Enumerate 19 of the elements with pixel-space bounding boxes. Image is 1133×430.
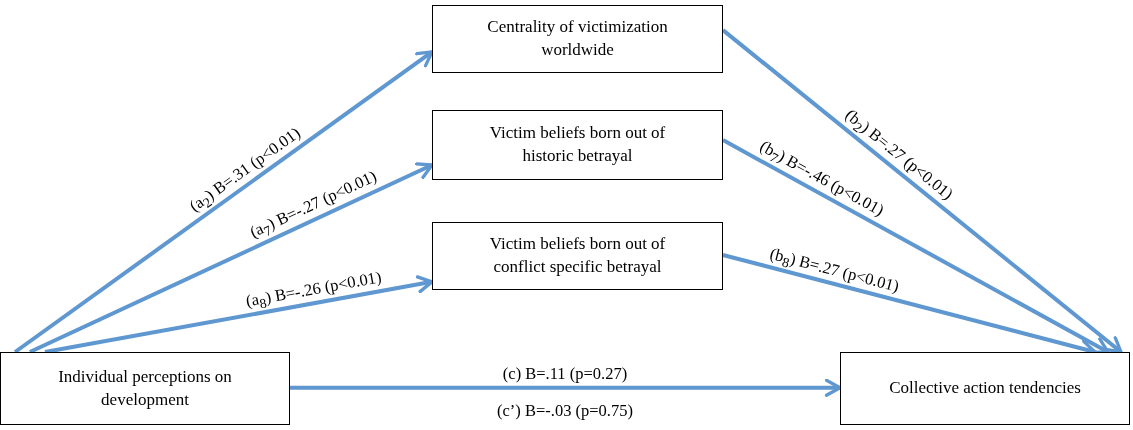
arrow xyxy=(290,378,842,397)
edge-label: (a$_{8}$) B=-.26 (p<0.01) xyxy=(244,268,384,314)
text-box xyxy=(840,352,1130,425)
text-box xyxy=(0,352,290,425)
text-box xyxy=(432,222,723,290)
arrow xyxy=(13,50,434,354)
arrow xyxy=(29,162,434,354)
arrow xyxy=(722,138,1110,354)
node-label: Centrality of victimization worldwide xyxy=(486,16,669,61)
text-box xyxy=(432,110,723,180)
text-box xyxy=(432,5,723,73)
arrow xyxy=(721,28,1123,354)
node-label: Individual perceptions on development xyxy=(57,365,233,411)
node-label: Victim beliefs born out of conflict specific betrayal xyxy=(488,233,667,278)
node-label: Collective action tendencies xyxy=(889,377,1081,400)
edge-label: (c) B=.11 (p=0.27) xyxy=(502,364,628,383)
arrow xyxy=(44,275,434,354)
path-coefficient: (c’) B=-.03 (p=0.75) xyxy=(497,401,633,421)
node-label: Victim beliefs born out of historic betrayal xyxy=(488,122,667,167)
